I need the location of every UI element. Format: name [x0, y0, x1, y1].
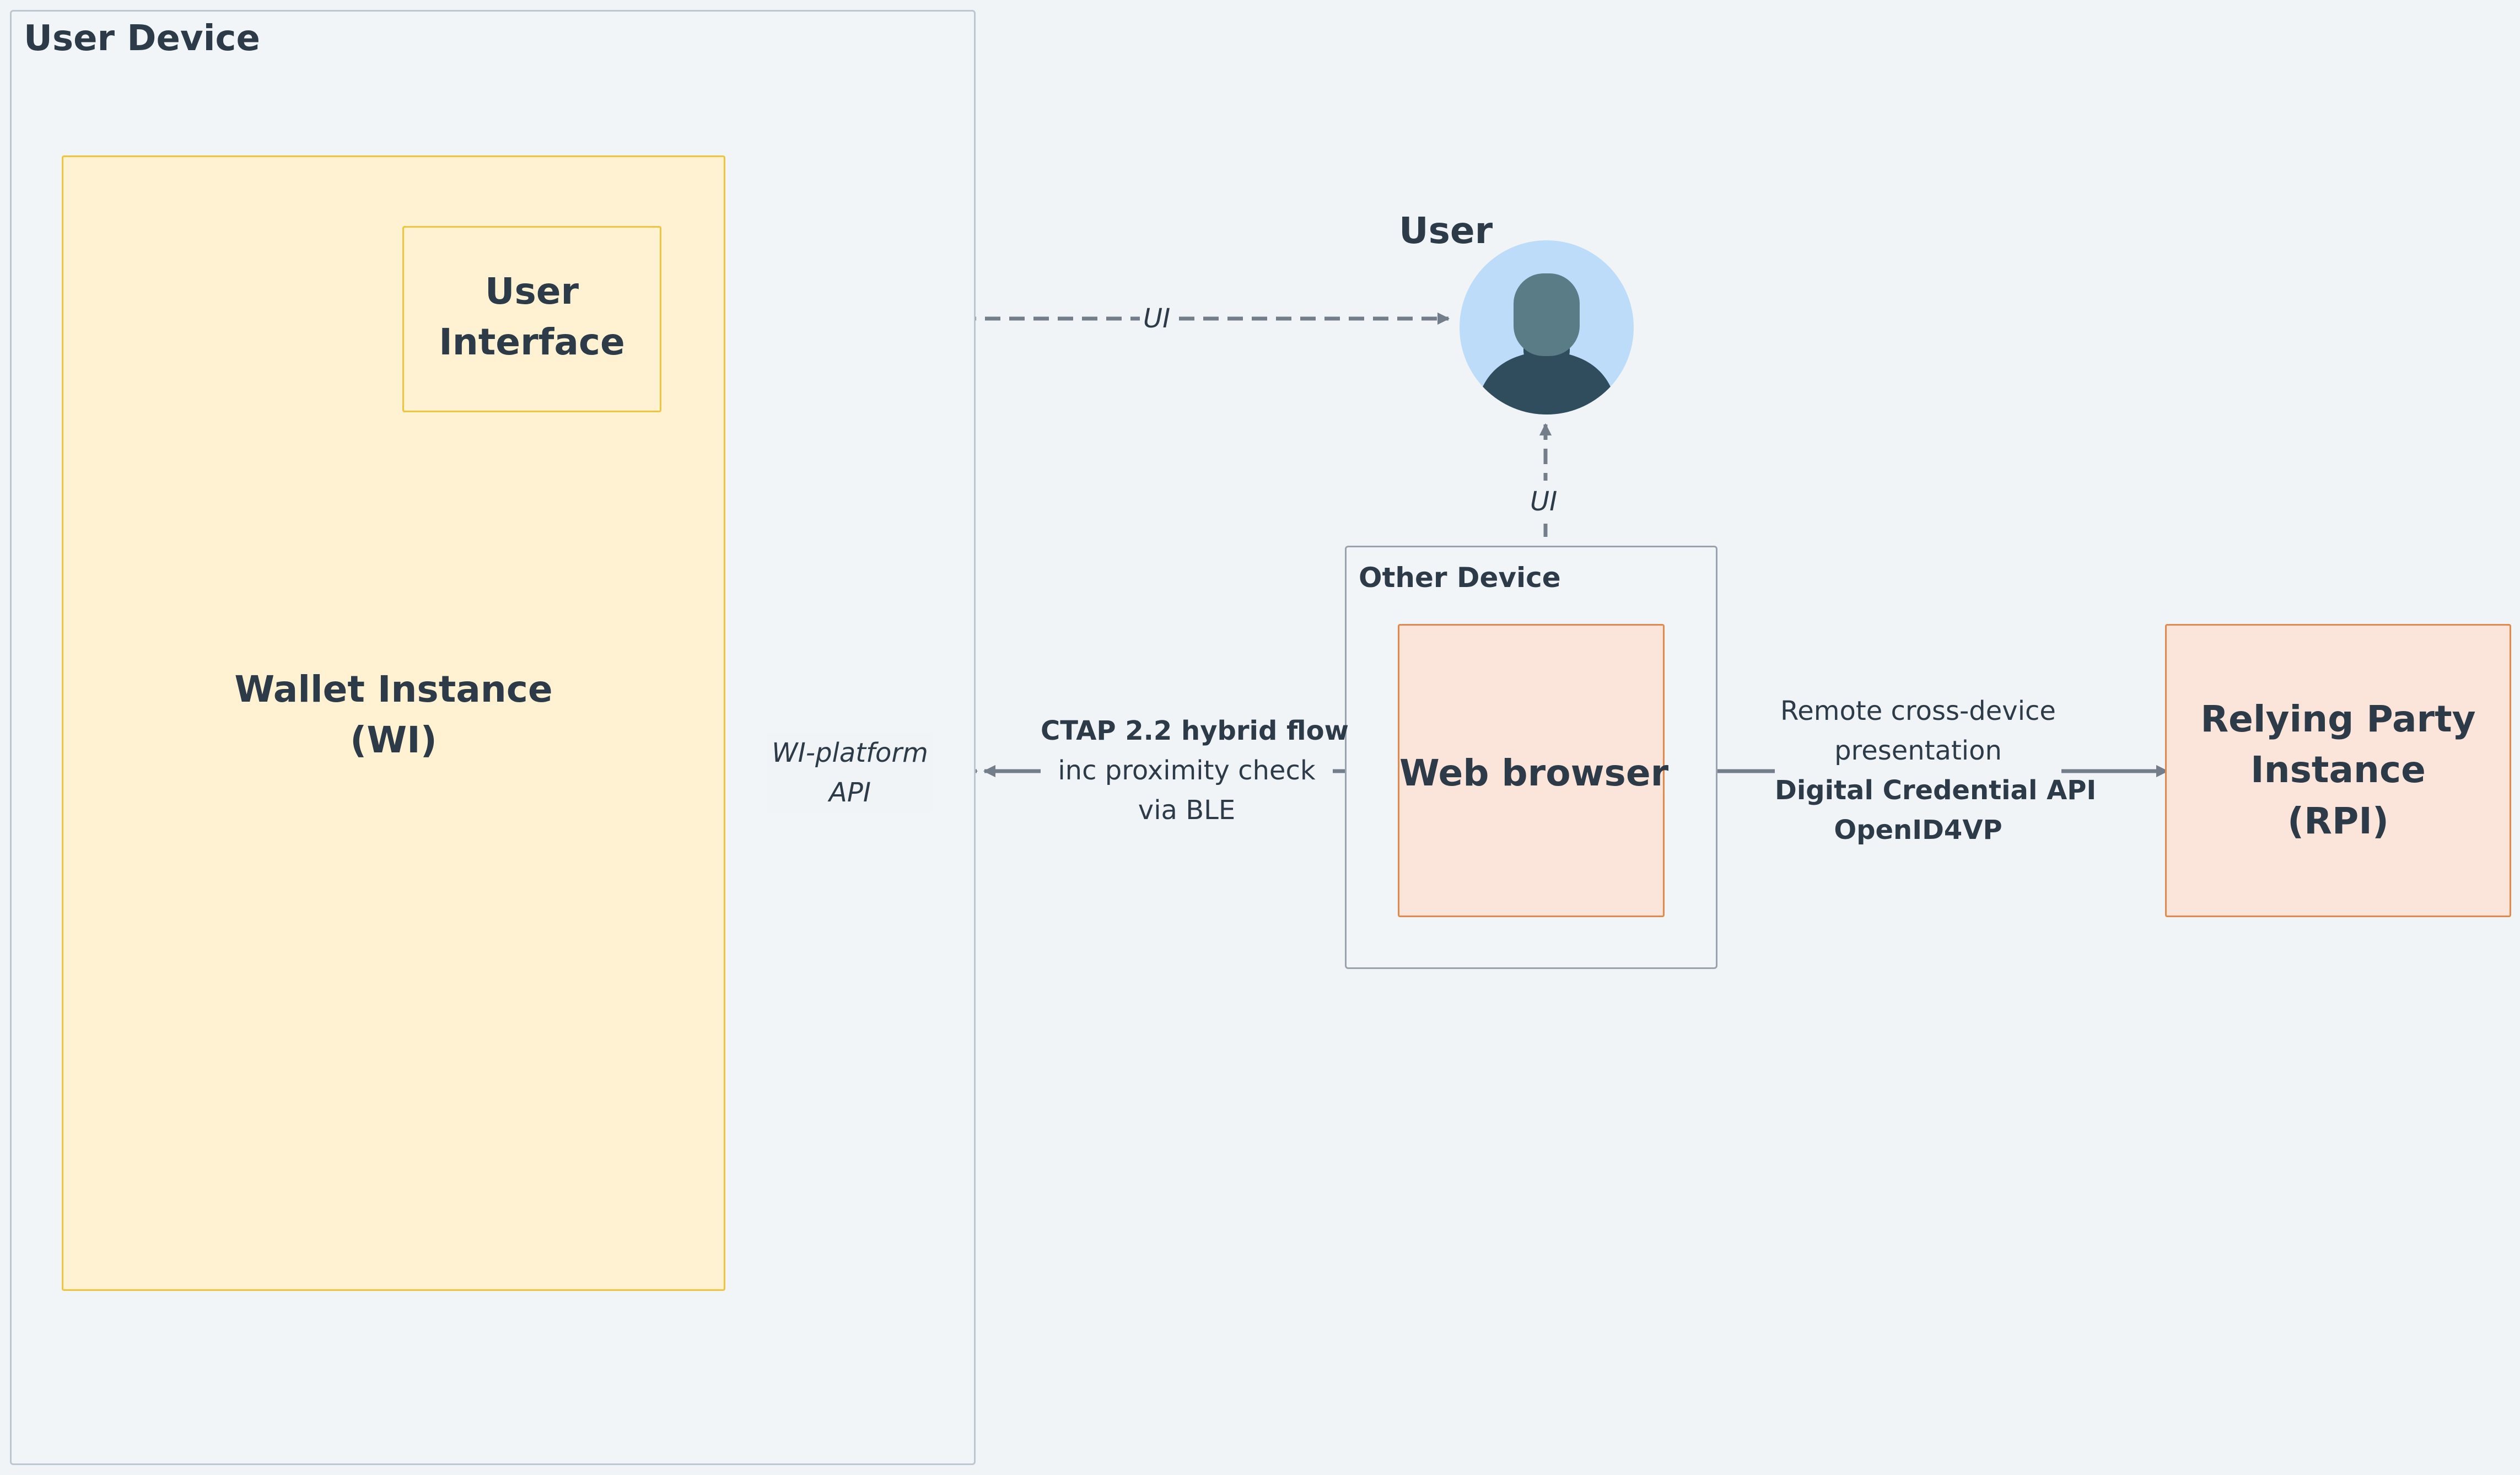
relying-party-box[interactable]: Relying Party Instance (RPI): [2165, 624, 2511, 917]
wallet-instance-line2: (WI): [350, 719, 437, 762]
ctap-line2: inc proximity check: [1058, 755, 1316, 786]
user-label: User: [1399, 209, 1493, 252]
web-browser-box[interactable]: Web browser: [1398, 624, 1669, 917]
edge-ui-label-text: UI: [1143, 303, 1171, 334]
user-avatar-icon[interactable]: [1460, 240, 1634, 414]
remote-line3: Digital Credential API: [1775, 775, 2097, 806]
user-avatar-svg: [1460, 240, 1634, 414]
user-interface-label: User Interface: [404, 266, 660, 368]
relying-party-line1: Relying Party: [2200, 698, 2476, 740]
wallet-instance-label: Wallet Instance (WI): [63, 664, 724, 766]
edge-ui-vertical-label-text: UI: [1530, 486, 1558, 517]
user-interface-line1: User: [484, 270, 579, 313]
ctap-line3: via BLE: [1138, 795, 1236, 826]
other-device-title: Other Device: [1359, 562, 1561, 594]
edge-remote-label: Remote cross-device presentation Digital…: [1775, 691, 2097, 850]
edge-ui-user-browser-label: UI: [1528, 481, 1560, 524]
user-device-title: User Device: [24, 18, 260, 59]
edge-wi-platform-api-label: WI-platform API: [767, 733, 933, 812]
wi-platform-line1: WI-platform: [772, 738, 928, 768]
edge-ui-interface-user-label: UI: [1140, 300, 1174, 338]
user-interface-line2: Interface: [439, 321, 625, 364]
remote-line4: OpenID4VP: [1834, 815, 2002, 846]
user-interface-box[interactable]: User Interface: [402, 226, 661, 412]
remote-line2: presentation: [1834, 735, 2002, 766]
web-browser-label: Web browser: [1399, 752, 1669, 794]
edge-ctap-label: CTAP 2.2 hybrid flow inc proximity check…: [1041, 711, 1349, 830]
wi-platform-line2: API: [829, 777, 871, 808]
relying-party-line3: (RPI): [2287, 799, 2389, 842]
remote-line1: Remote cross-device: [1780, 696, 2056, 726]
wallet-instance-line1: Wallet Instance: [234, 668, 553, 710]
ctap-line1: CTAP 2.2 hybrid flow: [1041, 715, 1349, 746]
relying-party-line2: Instance: [2250, 749, 2426, 792]
relying-party-label: Relying Party Instance (RPI): [2167, 694, 2510, 847]
